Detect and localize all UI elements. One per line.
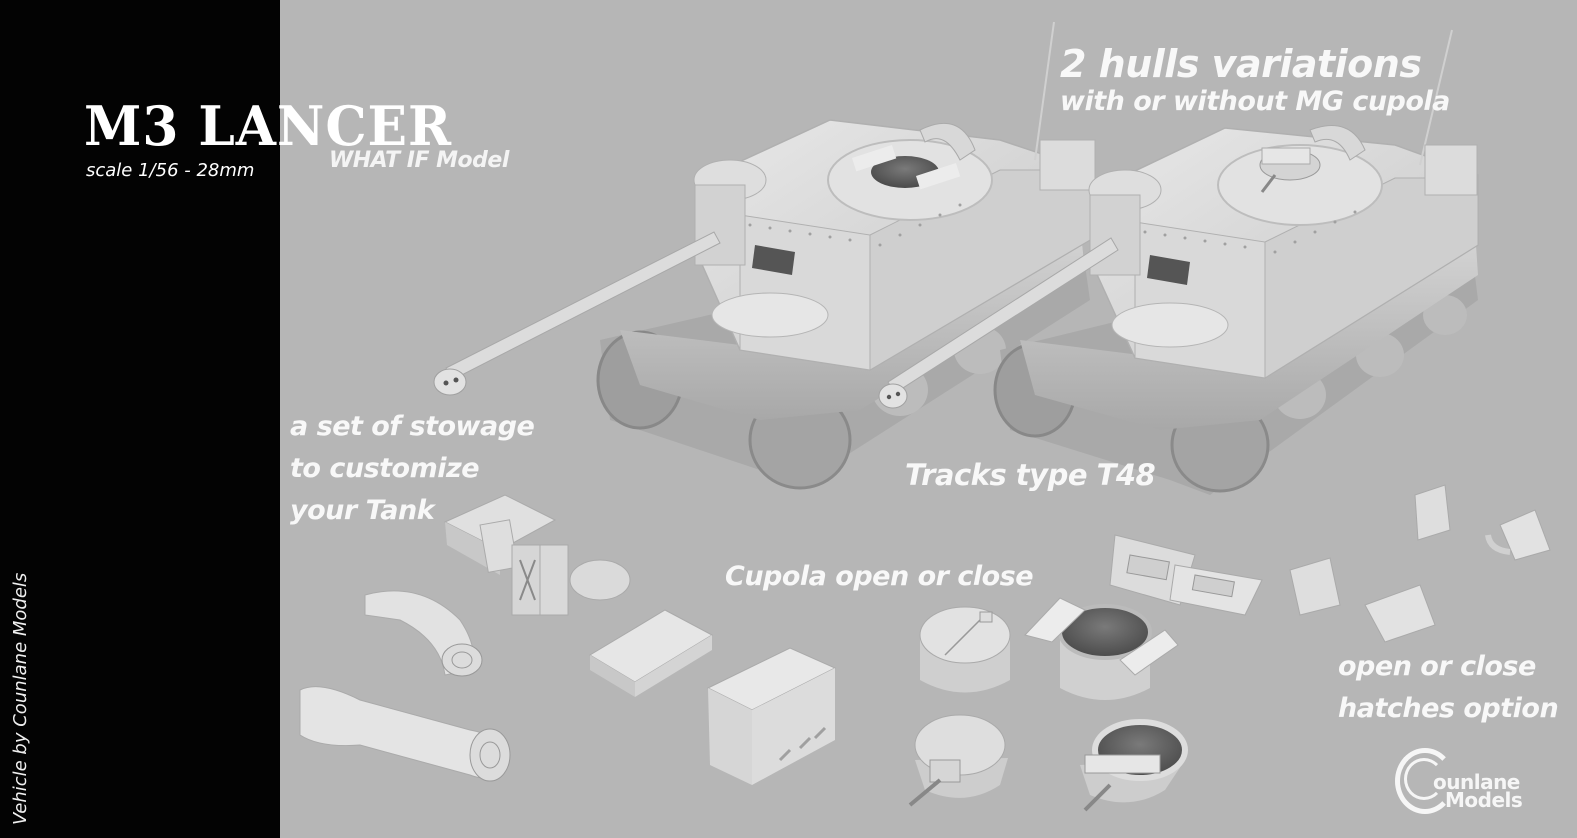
tracks-callout: Tracks type T48 xyxy=(905,458,1156,492)
stowage-line-2: to customize xyxy=(290,453,480,484)
hatches-callout: open or close hatches option xyxy=(1338,646,1559,730)
cupola-callout: Cupola open or close xyxy=(725,561,1034,592)
hatch-pair xyxy=(1109,534,1263,616)
cupola-open xyxy=(1024,597,1179,700)
cupola-closed xyxy=(919,606,1011,693)
logo-c-inner-ring-icon xyxy=(1404,758,1444,800)
hatches-line-2: hatches option xyxy=(1338,693,1559,724)
bedroll-straight xyxy=(299,686,511,782)
ammo-box-tall xyxy=(706,647,837,785)
mg-cupola-closed xyxy=(908,714,1008,807)
stowage-line-3: your Tank xyxy=(290,495,435,526)
logo-text-line-1: ounlane xyxy=(1433,770,1520,794)
stowage-crate-bundle xyxy=(443,494,631,616)
hulls-variation-heading: 2 hulls variations xyxy=(1060,42,1422,86)
small-hatches xyxy=(1289,484,1551,643)
what-if-label: WHAT IF Model xyxy=(329,148,509,173)
counlane-models-logo: ounlane Models xyxy=(1395,748,1555,818)
stowage-line-1: a set of stowage xyxy=(290,411,535,442)
hatches-line-1: open or close xyxy=(1338,651,1536,682)
tank-without-mg-cupola xyxy=(433,21,1096,490)
ammo-box-flat xyxy=(589,609,714,697)
logo-c-outer-ring-icon xyxy=(1395,748,1455,814)
bedroll-curved xyxy=(364,590,483,677)
stowage-callout: a set of stowage to customize your Tank xyxy=(290,406,535,532)
black-sidebar xyxy=(0,0,280,838)
mg-cupola-open xyxy=(1080,719,1188,812)
tank-with-mg-cupola xyxy=(878,29,1479,495)
vehicle-credit: Vehicle by Counlane Models xyxy=(10,572,31,825)
product-title: M3 LANCER xyxy=(84,94,453,158)
logo-text-line-2: Models xyxy=(1445,788,1523,812)
hulls-variation-subtext: with or without MG cupola xyxy=(1060,86,1450,117)
scale-label: scale 1/56 - 28mm xyxy=(86,160,255,181)
